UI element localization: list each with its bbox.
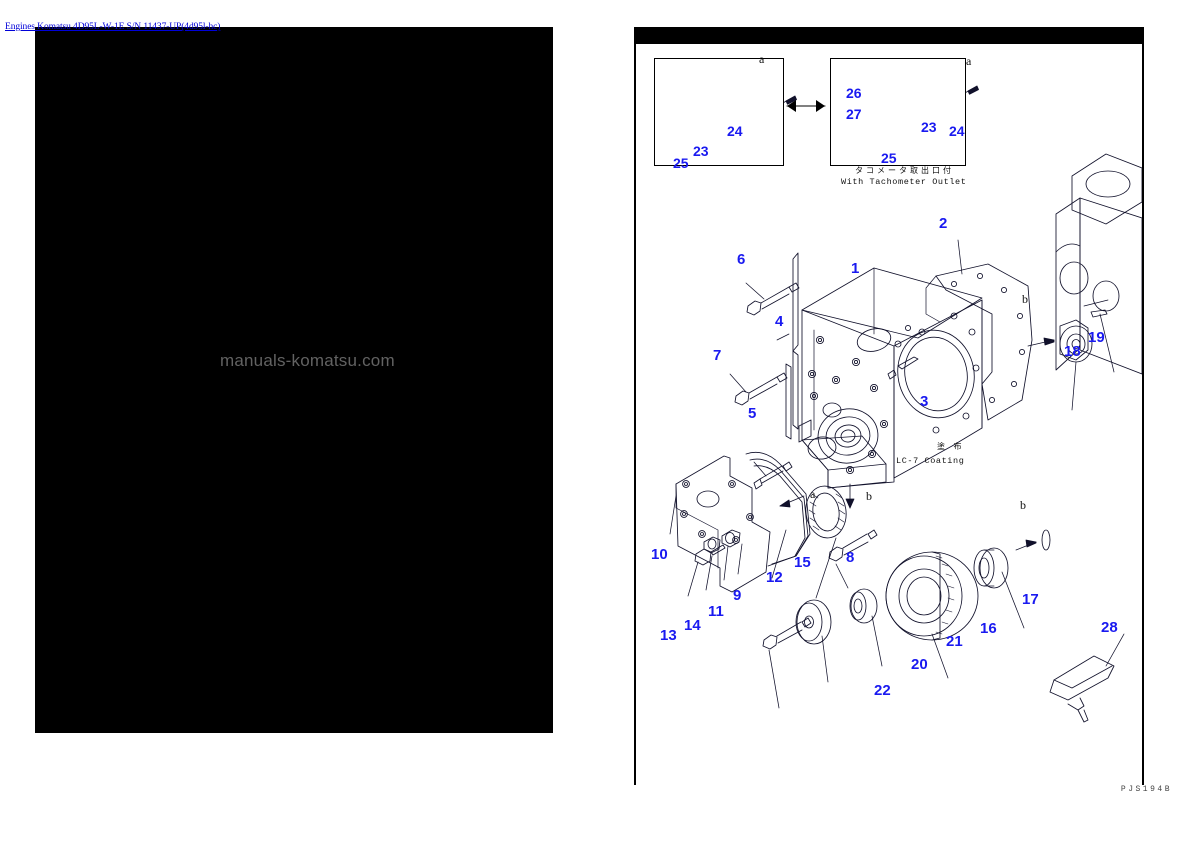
callout-26-tachometer[interactable]: 26 (846, 85, 862, 101)
callout-16[interactable]: 16 (980, 620, 997, 637)
detail-box-standard (654, 58, 784, 166)
callout-17[interactable]: 17 (1022, 591, 1039, 608)
coating-note-jp: 塗 布 (937, 442, 965, 451)
callout-23-tachometer[interactable]: 23 (921, 119, 937, 135)
callout-18[interactable]: 18 (1064, 343, 1081, 360)
callout-5[interactable]: 5 (748, 405, 757, 422)
parts-diagram-panel (634, 27, 1144, 785)
callout-8[interactable]: 8 (846, 549, 855, 566)
coating-note-en: LC-7 Coating (896, 456, 965, 466)
callout-11[interactable]: 11 (708, 603, 724, 620)
callout-7[interactable]: 7 (713, 347, 722, 364)
section-marker-a-left: a (759, 52, 765, 66)
callout-19[interactable]: 19 (1088, 329, 1105, 346)
panel-left-border (634, 27, 636, 785)
tachometer-caption-en: With Tachometer Outlet (841, 177, 967, 187)
section-marker-b-main: b (866, 489, 872, 503)
document-title-link[interactable]: Engines Komatsu 4D95L-W-1E S/N 11437-UP(… (5, 22, 221, 32)
callout-13[interactable]: 13 (660, 627, 677, 644)
tachometer-caption-jp: タコメータ取出口付 (855, 166, 954, 175)
detail-box-tachometer (830, 58, 966, 166)
callout-20[interactable]: 20 (911, 656, 928, 673)
callout-22[interactable]: 22 (874, 682, 891, 699)
callout-9[interactable]: 9 (733, 587, 742, 604)
content-placeholder-panel (35, 27, 553, 733)
callout-25-standard[interactable]: 25 (673, 155, 689, 171)
callout-4[interactable]: 4 (775, 313, 784, 330)
section-marker-b-gear: b (1020, 498, 1026, 512)
diagram-canvas (636, 44, 1142, 785)
callout-24-standard[interactable]: 24 (727, 123, 743, 139)
callout-6[interactable]: 6 (737, 251, 746, 268)
panel-right-border (1142, 27, 1144, 785)
section-marker-a-right: a (966, 54, 972, 68)
callout-21[interactable]: 21 (946, 633, 963, 650)
panel-header-bar (636, 27, 1142, 44)
callout-25-tachometer[interactable]: 25 (881, 150, 897, 166)
section-marker-a-main: a (810, 487, 816, 501)
callout-23-standard[interactable]: 23 (693, 143, 709, 159)
callout-15[interactable]: 15 (794, 554, 811, 571)
callout-1[interactable]: 1 (851, 260, 860, 277)
callout-12[interactable]: 12 (766, 569, 783, 586)
drawing-page-code: PJS194B (1120, 785, 1172, 794)
callout-27-tachometer[interactable]: 27 (846, 106, 862, 122)
callout-24-tachometer[interactable]: 24 (949, 123, 965, 139)
callout-3[interactable]: 3 (920, 393, 929, 410)
callout-28[interactable]: 28 (1101, 619, 1118, 636)
callout-10[interactable]: 10 (651, 546, 668, 563)
section-marker-b-block: b (1022, 292, 1028, 306)
callout-14[interactable]: 14 (684, 617, 701, 634)
callout-2[interactable]: 2 (939, 215, 948, 232)
site-watermark: manuals-komatsu.com (220, 351, 395, 370)
